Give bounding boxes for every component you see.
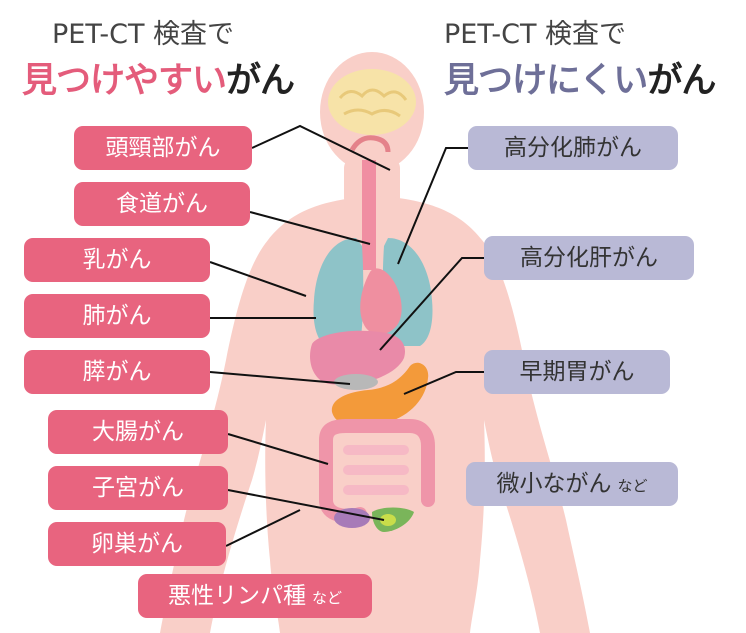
left-header-subtitle: PET-CT 検査で	[52, 19, 235, 50]
stomach-organ	[331, 362, 429, 427]
label-esophageal-cancer: 食道がん	[74, 182, 250, 226]
label-malignant-lymphoma-suffix: など	[311, 589, 342, 607]
right-header-suffix: がん	[647, 61, 716, 101]
label-differentiated-liver-cancer: 高分化肝がん	[484, 236, 694, 280]
brain-organ	[328, 69, 416, 135]
lungs-organ	[313, 238, 433, 346]
label-colon-cancer: 大腸がん	[48, 410, 228, 454]
heart-organ	[360, 268, 402, 335]
left-header-title: 見つけやすいがん	[22, 52, 295, 103]
label-malignant-lymphoma: 悪性リンパ種など	[138, 574, 372, 618]
label-head-neck-cancer: 頭頸部がん	[74, 126, 252, 170]
label-malignant-lymphoma-text: 悪性リンパ種	[167, 583, 306, 609]
left-header-accent: 見つけやすい	[22, 61, 227, 101]
label-lung-cancer: 肺がん	[24, 294, 210, 338]
pancreas-organ	[334, 374, 378, 390]
connector-lines	[209, 124, 484, 547]
liver-organ	[310, 330, 405, 385]
label-breast-cancer: 乳がん	[24, 238, 210, 282]
label-pancreatic-cancer: 膵がん	[24, 350, 210, 394]
label-uterine-cancer: 子宮がん	[48, 466, 228, 510]
right-header-title: 見つけにくいがん	[444, 52, 716, 103]
label-early-stomach-cancer: 早期胃がん	[484, 350, 670, 394]
label-ovarian-cancer: 卵巣がん	[48, 522, 226, 566]
left-header-suffix: がん	[226, 61, 295, 101]
right-header-subtitle: PET-CT 検査で	[444, 19, 627, 50]
label-micro-cancer: 微小ながんなど	[466, 462, 678, 506]
label-micro-cancer-text: 微小ながん	[496, 471, 612, 497]
label-micro-cancer-suffix: など	[617, 477, 648, 495]
label-differentiated-lung-cancer: 高分化肺がん	[468, 126, 678, 170]
right-header-accent: 見つけにくい	[444, 61, 648, 101]
